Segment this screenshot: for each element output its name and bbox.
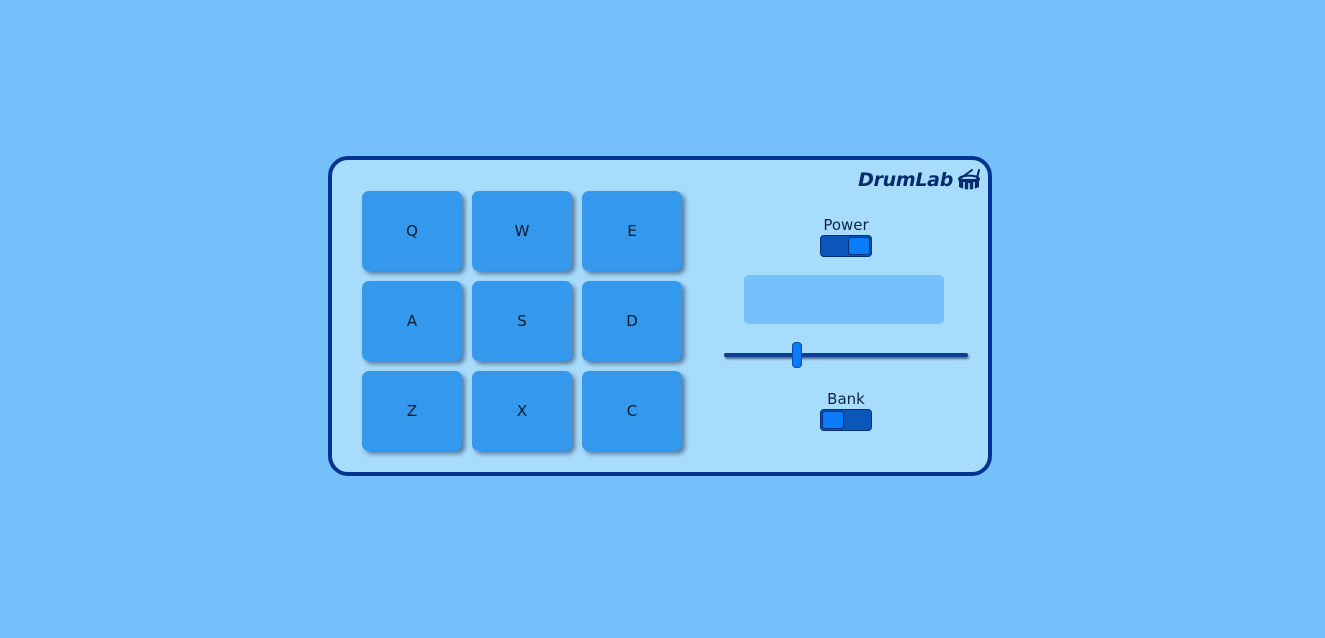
drum-pad-x[interactable]: X	[472, 371, 572, 451]
brand-logo: DrumLab	[858, 169, 981, 191]
drum-pad-d[interactable]: D	[582, 281, 682, 361]
power-toggle[interactable]	[820, 235, 872, 257]
volume-slider[interactable]	[724, 342, 968, 368]
drum-machine: DrumLab Q W E A S D Z X C Power	[328, 156, 992, 476]
power-toggle-knob[interactable]	[848, 237, 870, 255]
volume-slider-thumb[interactable]	[792, 342, 803, 368]
bank-control: Bank	[724, 390, 968, 431]
volume-slider-track[interactable]	[724, 353, 968, 357]
drum-pad-c[interactable]: C	[582, 371, 682, 451]
drum-pad-w[interactable]: W	[472, 191, 572, 271]
drum-pad-e[interactable]: E	[582, 191, 682, 271]
sound-display	[744, 275, 944, 324]
brand-name: DrumLab	[858, 169, 953, 191]
drum-pad-q[interactable]: Q	[362, 191, 462, 271]
bank-toggle[interactable]	[820, 409, 872, 431]
controls-panel: Power Bank	[724, 216, 968, 431]
drum-pad-grid: Q W E A S D Z X C	[362, 191, 682, 451]
drum-icon	[958, 169, 980, 190]
bank-toggle-knob[interactable]	[822, 411, 844, 429]
drum-pad-z[interactable]: Z	[362, 371, 462, 451]
drum-pad-a[interactable]: A	[362, 281, 462, 361]
bank-label: Bank	[827, 390, 865, 408]
power-label: Power	[823, 216, 869, 234]
drum-pad-s[interactable]: S	[472, 281, 572, 361]
